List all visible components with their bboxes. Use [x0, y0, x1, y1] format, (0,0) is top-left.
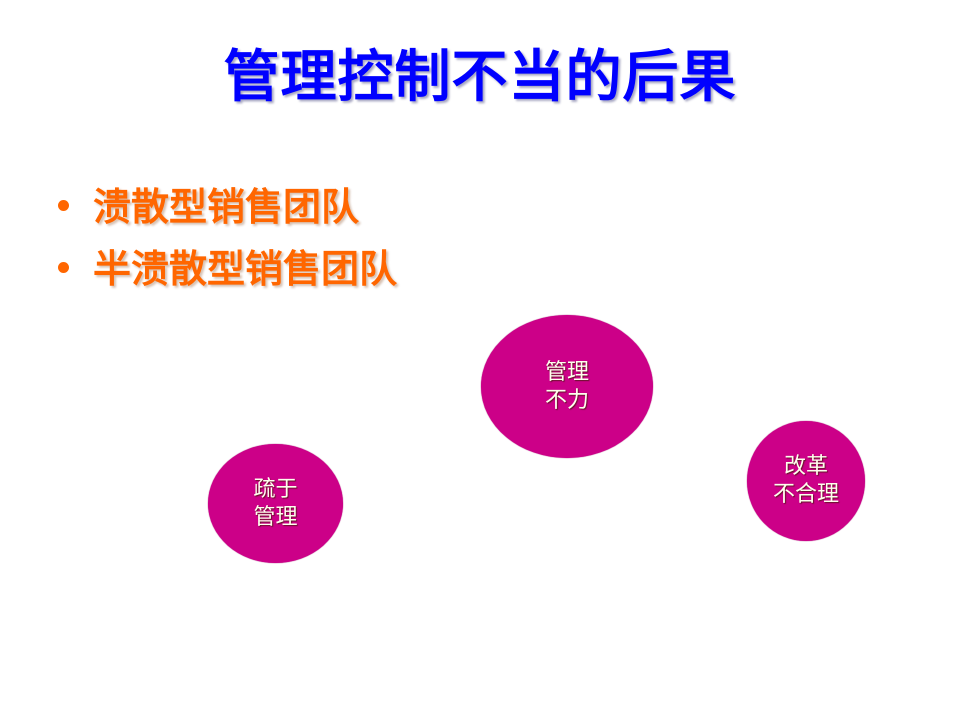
bullet-dot-icon — [58, 199, 69, 211]
bubble-text-line1: 疏于 — [253, 476, 298, 502]
bubble-text-line2: 不合理 — [772, 482, 839, 507]
bullet-text: 半溃散型销售团队 — [93, 246, 398, 291]
bullet-list: 溃散型销售团队 半溃散型销售团队 — [58, 172, 397, 296]
bubble-text-line1: 改革 — [783, 454, 828, 479]
bullet-item: 溃散型销售团队 — [58, 172, 397, 234]
bullet-item: 半溃散型销售团队 — [58, 234, 397, 296]
bubble-neglected-management: 疏于 管理 — [208, 444, 343, 563]
bubble-text-line1: 管理 — [544, 359, 589, 385]
bubble-unreasonable-reform: 改革 不合理 — [747, 421, 865, 541]
bullet-text: 溃散型销售团队 — [93, 184, 360, 229]
bubble-poor-management: 管理 不力 — [481, 315, 653, 458]
slide-title: 管理控制不当的后果 — [223, 45, 737, 110]
bubble-text-line2: 管理 — [253, 504, 298, 530]
bullet-dot-icon — [58, 261, 69, 273]
bubble-text-line2: 不力 — [544, 387, 589, 413]
